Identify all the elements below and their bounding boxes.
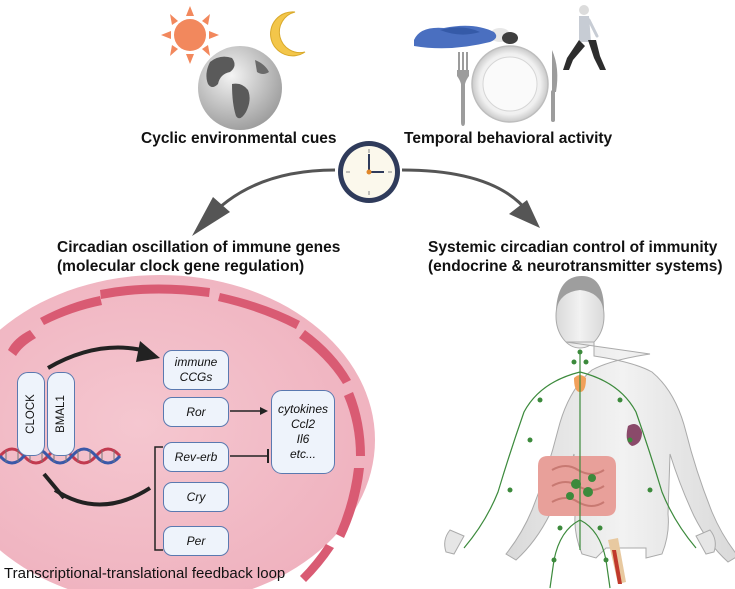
gene-box-rev-erb: Rev-erb (163, 442, 229, 472)
target-ccl2: Ccl2 (290, 417, 315, 431)
divergent-arrows (192, 168, 540, 236)
heading-systemic-control: Systemic circadian control of immunity (… (428, 238, 723, 276)
caption-environmental-cues: Cyclic environmental cues (141, 130, 337, 147)
target-cytokines: cytokines (277, 402, 329, 416)
bmal1-protein-label: BMAL1 (55, 395, 67, 433)
gene-immune-label: immune (174, 355, 218, 369)
gene-box-cry: Cry (163, 482, 229, 512)
ror-activation-arrow (230, 407, 268, 415)
target-etc: etc... (289, 447, 316, 461)
cell-illustration (0, 275, 375, 589)
caption-behavioral-activity: Temporal behavioral activity (404, 130, 613, 147)
knife-icon (551, 50, 558, 122)
sun-icon (161, 6, 219, 64)
activation-arrow-top (47, 341, 160, 370)
globe-icon (198, 46, 282, 130)
clock-icon (338, 141, 400, 203)
gene-rev-erb-label: Rev-erb (174, 449, 218, 464)
clock-protein-box: CLOCK (17, 372, 45, 456)
heading-circadian-oscillation: Circadian oscillation of immune genes (m… (57, 238, 340, 276)
heading-systemic-control-line1: Systemic circadian control of immunity (428, 239, 718, 256)
gene-cry-label: Cry (186, 489, 206, 504)
gene-per-label: Per (186, 533, 206, 548)
sleeping-person-icon (414, 25, 518, 49)
target-genes-box: cytokines Ccl2 Il6 etc... (271, 390, 335, 474)
gene-bracket (154, 446, 163, 551)
gene-box-ror: Ror (163, 397, 229, 427)
gene-ror-label: Ror (186, 404, 206, 419)
gene-box-immune-ccgs: immune CCGs (163, 350, 229, 390)
reverb-inhibition-arrow (230, 449, 269, 463)
inhibition-arrow-bottom (42, 472, 152, 507)
heading-circadian-oscillation-line2: (molecular clock gene regulation) (57, 258, 305, 275)
gene-ccgs-label: CCGs (179, 370, 213, 384)
heading-circadian-oscillation-line1: Circadian oscillation of immune genes (57, 239, 341, 256)
plate-icon (471, 45, 549, 123)
feedback-loop-caption: Transcriptional-translational feedback l… (4, 565, 286, 582)
human-body-icon (444, 276, 735, 589)
walking-person-icon (563, 5, 606, 70)
moon-icon (270, 11, 306, 57)
clock-protein-label: CLOCK (25, 394, 37, 434)
gene-box-per: Per (163, 526, 229, 556)
heading-systemic-control-line2: (endocrine & neurotransmitter systems) (428, 258, 723, 275)
target-il6: Il6 (296, 432, 310, 446)
fork-icon (457, 52, 469, 126)
bmal1-protein-box: BMAL1 (47, 372, 75, 456)
